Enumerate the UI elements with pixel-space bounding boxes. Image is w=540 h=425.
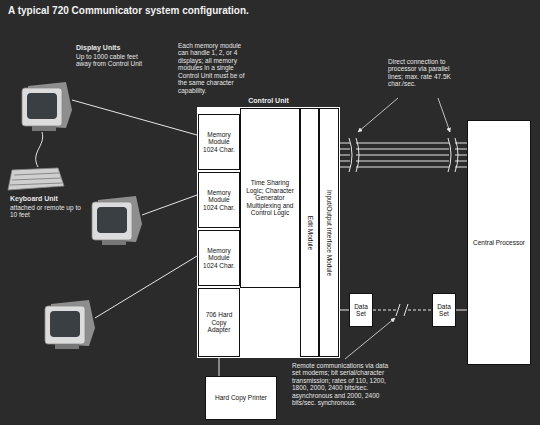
memory-module: Memory Module 1024 Char. [198,114,240,170]
box-text: Central Processor [471,239,527,246]
box-text: Hard Copy Printer [213,394,269,401]
parallel-lines [340,143,467,144]
note: Each memory module can handle 1, 2, or 4… [178,42,246,94]
note: Remote communications via data set modem… [292,362,396,407]
box-text: Time Sharing Logic; Character Generator … [241,179,299,216]
module-column: Edit Module [300,108,319,357]
label-heading: Display Units [76,44,156,52]
keyboard-unit [10,173,62,185]
keyboard-unit [8,168,64,190]
leader-line [358,98,398,132]
note: attached or remote up to 10 feet [10,204,82,219]
processor-box: Central Processor [467,120,531,365]
memory-module: Memory Module 1024 Char. [198,230,240,286]
line-break-mark [349,138,359,172]
display-unit [92,196,142,245]
connector [219,357,220,376]
adapter-box: 706 Hard Copy Adapter [198,288,240,357]
note: Up to 1000 cable feet away from Control … [76,53,150,68]
box-text: Data Set [350,303,372,318]
line-break-mark [448,138,458,172]
title: A typical 720 Communicator system config… [8,5,249,16]
box-text: Input/Output Interface Module [325,190,332,276]
data-set-box: Data Set [432,293,456,327]
connector [456,310,467,311]
label-heading: Keyboard Unit [10,195,90,203]
box-text: Memory Module 1024 Char. [199,131,239,153]
box-text: Memory Module 1024 Char. [199,247,239,269]
box-text: Memory Module 1024 Char. [199,189,239,211]
module-column: Input/Output Interface Module [319,108,339,357]
connector [339,310,349,311]
data-set-box: Data Set [349,293,373,327]
note: Direct connection to processor via paral… [388,58,458,88]
display-cables [72,100,197,135]
line-break-mark [349,138,458,316]
unit-heading: Control Unit [198,97,339,105]
connector [339,155,467,156]
leader-line [438,98,450,132]
control-unit: Control UnitMemory Module 1024 Char.Memo… [197,107,340,358]
parallel-lines [340,167,467,168]
keyboard-unit [8,168,64,190]
display-cables [36,132,43,167]
display-cables [142,195,197,215]
logic-box: Time Sharing Logic; Character Generator … [240,108,300,288]
display-unit [22,82,72,131]
display-unit [45,300,95,349]
box-text: Data Set [433,303,455,318]
printer-box: Hard Copy Printer [205,376,277,420]
memory-module: Memory Module 1024 Char. [198,172,240,228]
box-text: 706 Hard Copy Adapter [199,311,239,333]
display-cables [95,256,197,318]
line-break-mark [396,304,408,316]
box-text: Edit Module [306,215,313,249]
